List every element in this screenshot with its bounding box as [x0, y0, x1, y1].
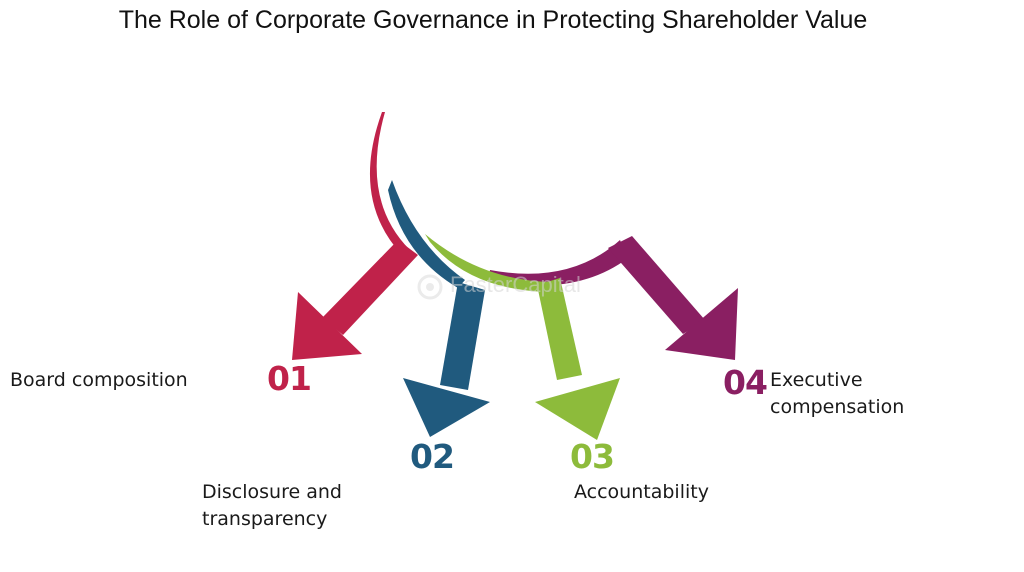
item-02-label-line-2: transparency — [202, 508, 328, 530]
item-04-label: Executive compensation — [770, 367, 904, 421]
item-03-label-line-1: Accountability — [574, 481, 709, 503]
arrow-01-head — [292, 292, 362, 360]
watermark-gear-icon — [417, 274, 443, 300]
arrow-02-swoosh — [388, 180, 465, 288]
arrow-01-shaft — [322, 240, 418, 335]
page-title: The Role of Corporate Governance in Prot… — [118, 6, 868, 34]
item-03-label: Accountability — [574, 479, 709, 506]
arrow-04-head — [665, 288, 738, 360]
item-03-number: 03 — [570, 437, 615, 476]
item-01-label-line-1: Board composition — [10, 369, 188, 391]
arrow-04-swoosh — [488, 240, 628, 286]
item-04-number: 04 — [723, 363, 768, 402]
arrow-03-head — [535, 378, 620, 440]
item-04-label-line-2: compensation — [770, 396, 905, 418]
arrow-03-shaft — [537, 278, 582, 380]
arrow-02-shaft — [440, 282, 485, 390]
watermark-text: FasterCapital — [450, 272, 581, 297]
arrow-02-head — [403, 378, 490, 437]
item-02-label-line-1: Disclosure and — [202, 481, 342, 503]
item-02-label: Disclosure and transparency — [202, 479, 342, 533]
item-04-label-line-1: Executive — [770, 369, 863, 391]
item-01-label: Board composition — [10, 367, 188, 394]
arrow-04-shaft — [608, 236, 705, 334]
item-02-number: 02 — [410, 437, 455, 476]
arrow-01-swoosh — [369, 112, 410, 256]
item-01-number: 01 — [267, 359, 312, 398]
